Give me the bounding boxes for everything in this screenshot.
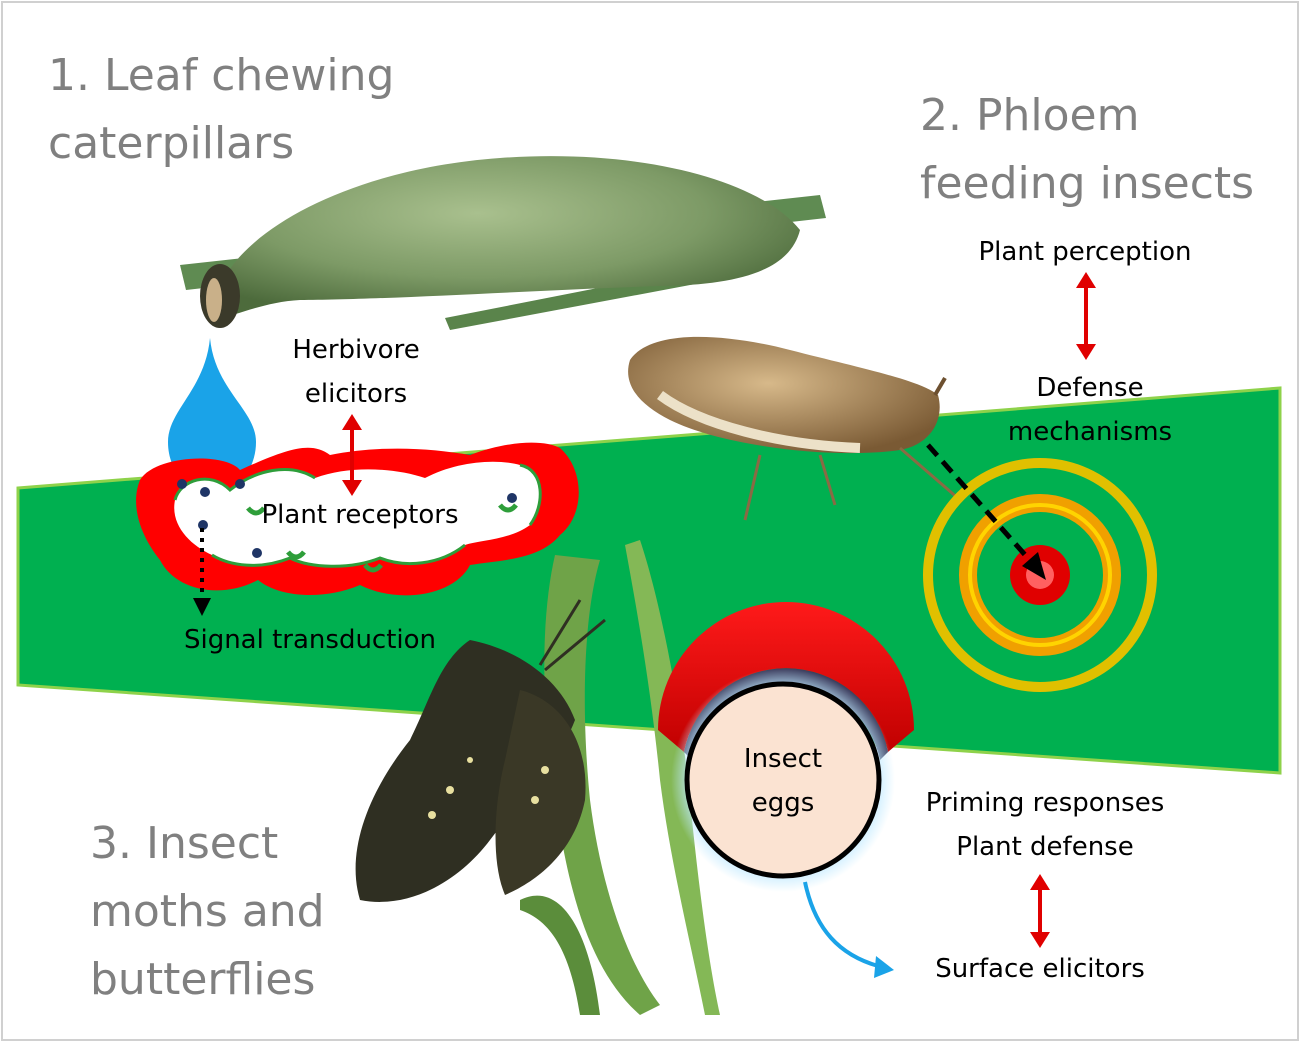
surface-elicitor-arrow — [803, 881, 894, 978]
title-line: caterpillars — [48, 118, 295, 169]
elicitor-receptor-double-arrow — [342, 414, 362, 496]
label-plant-perception: Plant perception — [978, 237, 1192, 267]
title-line: 1. Leaf chewing — [48, 50, 395, 101]
section-title-phloem-feeders: 2. Phloem feeding insects — [920, 82, 1254, 218]
title-line: moths and — [90, 886, 325, 937]
title-line: 3. Insect — [90, 818, 279, 869]
caterpillar-illustration — [180, 156, 826, 330]
plant-receptors-cloud — [136, 442, 579, 596]
section-title-caterpillars: 1. Leaf chewing caterpillars — [48, 42, 394, 178]
section-title-moths: 3. Insect moths and butterflies — [90, 810, 325, 1014]
label-plant-receptors: Plant receptors — [261, 500, 459, 530]
title-line: 2. Phloem — [920, 90, 1140, 141]
label-priming-responses: Priming responses Plant defense — [925, 788, 1165, 862]
stylet-arrow — [926, 443, 1046, 580]
label-signal-transduction: Signal transduction — [183, 625, 437, 655]
signal-transduction-arrow — [193, 528, 211, 616]
insect-eggs-illustration — [658, 602, 914, 892]
label-defense-mechanisms: Defense mechanisms — [1007, 373, 1173, 447]
label-surface-elicitors: Surface elicitors — [935, 954, 1145, 984]
title-line: feeding insects — [920, 158, 1255, 209]
defense-elicitor-double-arrow — [1030, 874, 1050, 948]
droplet-icon — [168, 338, 256, 494]
label-insect-eggs: Insect eggs — [743, 744, 823, 818]
perception-defense-double-arrow — [1076, 272, 1096, 360]
title-line: butterflies — [90, 954, 316, 1005]
planthopper-illustration — [628, 336, 961, 521]
label-herbivore-elicitors: Herbivore elicitors — [292, 335, 420, 409]
